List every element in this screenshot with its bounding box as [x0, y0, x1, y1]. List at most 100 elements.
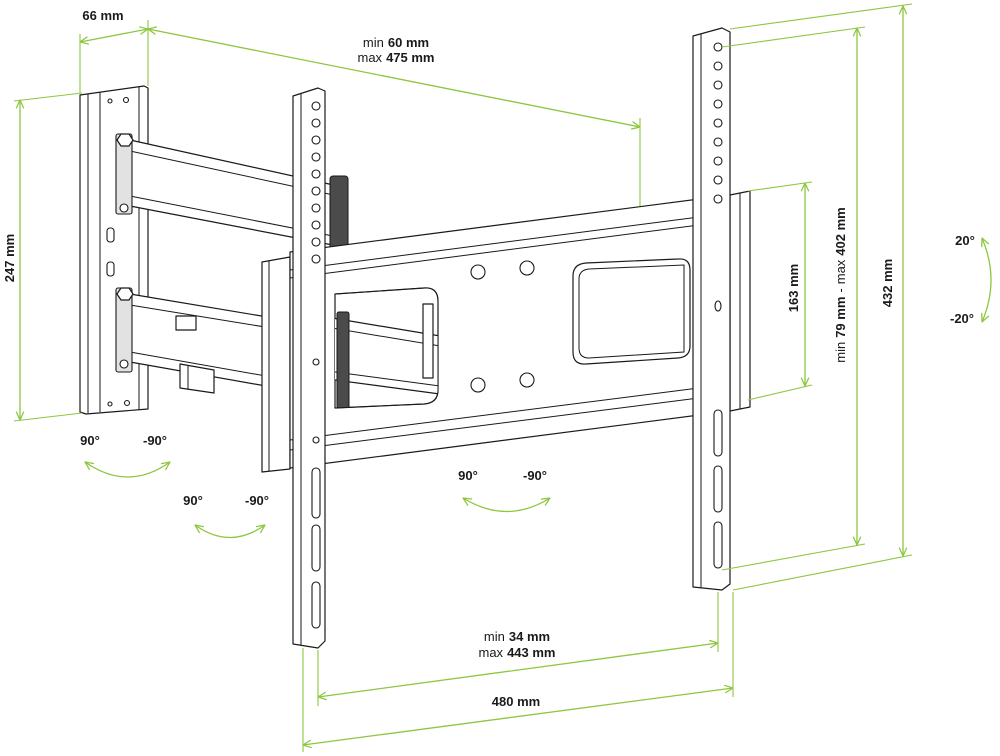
extension-line [747, 181, 813, 192]
wall-plate-slot [106, 227, 115, 243]
bracket-mounting-hole [713, 99, 723, 109]
bracket-slot [311, 524, 321, 572]
horizontal-hole-spacing-min-label: min 34 mm [484, 629, 550, 644]
max-value: 443 mm [507, 645, 555, 660]
lower-hinge [115, 287, 134, 373]
right-plate-slot-inner [578, 264, 685, 359]
bracket-mounting-hole [311, 220, 321, 230]
max-prefix: max [479, 645, 504, 660]
bracket-mounting-hole [311, 169, 321, 179]
plate-swivel-left-label: 90° [458, 468, 478, 483]
tv-cross-plate [261, 190, 751, 473]
wall-plate-hole [122, 96, 130, 104]
bracket-mounting-hole [311, 118, 321, 128]
dimension-lines [13, 3, 913, 752]
max-prefix: max [833, 259, 848, 284]
wall-swivel-right-label: -90° [143, 433, 167, 448]
min-value: 34 mm [509, 629, 550, 644]
bracket-mounting-hole [713, 137, 723, 147]
max-value: 475 mm [386, 50, 434, 65]
arm-swivel-arc-icon [195, 525, 265, 538]
wall-plate [79, 85, 149, 415]
right-plate-slot [572, 258, 691, 365]
wall-plate-hole [107, 401, 113, 407]
plate-channel-line [289, 383, 731, 441]
bracket-slot [311, 467, 321, 519]
min-prefix: min [484, 629, 505, 644]
bracket-width-dimension [303, 688, 733, 745]
rotation-arrows [85, 238, 992, 538]
bracket-mounting-hole [311, 203, 321, 213]
arm-swivel-left-label: 90° [183, 493, 203, 508]
extension-line [721, 543, 866, 571]
bracket-slot [713, 409, 723, 457]
max-value: 402 mm [833, 207, 848, 255]
bracket-mounting-hole [713, 61, 723, 71]
bracket-mounting-hole [311, 254, 321, 264]
wall-plate-hole [107, 98, 113, 104]
wall-plate-depth-dimension [80, 29, 148, 42]
hinge-bolt [119, 203, 129, 213]
plate-hole [470, 264, 486, 280]
left-plate-slot-outline [334, 287, 439, 409]
plate-channel-line [289, 212, 731, 271]
right-vertical-bracket [692, 27, 731, 591]
bracket-slot [713, 521, 723, 569]
plate-swivel-right-label: -90° [523, 468, 547, 483]
extension-line [747, 384, 813, 401]
wall-plate-slot [106, 261, 115, 277]
extension-line [721, 26, 866, 48]
plate-channel-line [289, 393, 731, 451]
min-value: 60 mm [388, 35, 429, 50]
bracket-slot [311, 581, 321, 629]
bracket-mounting-hole [713, 42, 723, 52]
plate-hole [470, 377, 486, 393]
wall-plate-body [79, 85, 149, 415]
bracket-mounting-hole [311, 152, 321, 162]
bracket-mounting-hole [714, 300, 722, 312]
wall-plate-hole [123, 399, 131, 407]
bracket-mounting-hole [311, 186, 321, 196]
min-prefix: min [363, 35, 384, 50]
bracket-mounting-hole [713, 175, 723, 185]
hex-nut-icon [116, 133, 134, 147]
wall-swivel-left-label: 90° [80, 433, 100, 448]
plate-swivel-arc-icon [463, 498, 550, 513]
extension-line [13, 412, 83, 422]
min-prefix: min [833, 342, 848, 363]
bracket-behind-slot [422, 303, 434, 379]
bracket-mounting-hole [312, 358, 320, 366]
tilt-down-label: -20° [950, 311, 974, 326]
extension-line [732, 554, 913, 591]
bracket-width-label: 480 mm [492, 694, 540, 709]
bracket-slot [713, 465, 723, 513]
bracket-mounting-hole [311, 237, 321, 247]
wall-swivel-arc-icon [85, 462, 170, 478]
tilt-up-label: 20° [955, 233, 975, 248]
extension-line [13, 92, 83, 102]
bracket-mounting-hole [311, 101, 321, 111]
bracket-mounting-hole [713, 80, 723, 90]
hex-nut-icon [116, 287, 134, 301]
arm-behind-slot [335, 303, 438, 408]
tilt-arc-icon [982, 238, 992, 322]
arm-extension-min-label: min 60 mm [363, 35, 429, 50]
plate-channel-line [289, 220, 731, 279]
bracket-mounting-hole [311, 135, 321, 145]
right-bracket-holes [713, 42, 723, 569]
upper-hinge [115, 133, 134, 215]
bracket-mounting-hole [312, 436, 320, 444]
arm-swivel-right-label: -90° [245, 493, 269, 508]
bracket-mounting-hole [713, 194, 723, 204]
bracket-mounting-hole [713, 156, 723, 166]
max-prefix: max [358, 50, 383, 65]
hinge-bolt [119, 359, 129, 369]
right-bracket-body [692, 27, 731, 591]
bracket-height-label: 432 mm [880, 259, 895, 307]
bracket-mounting-hole [713, 118, 723, 128]
wall-plate-depth-label: 66 mm [82, 8, 123, 23]
